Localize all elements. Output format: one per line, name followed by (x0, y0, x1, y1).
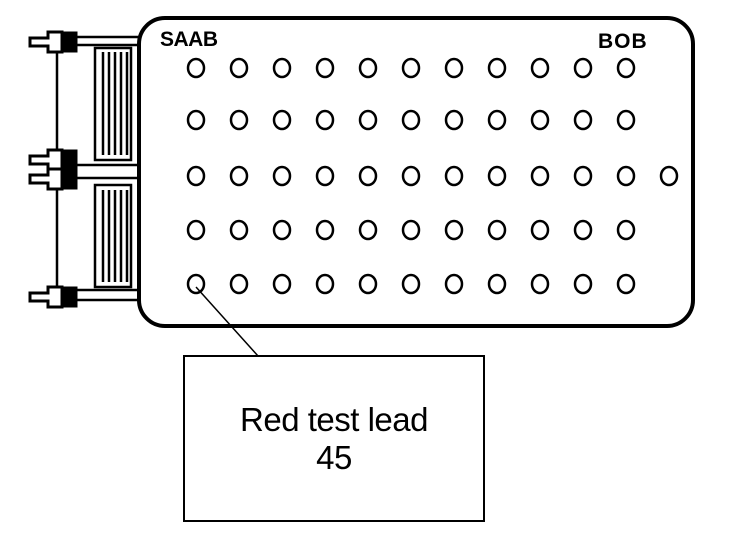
pin-r5-11 (616, 273, 636, 295)
pin-r5-10 (573, 273, 593, 295)
pin-r3-12 (659, 165, 679, 187)
pin-r3-11 (616, 165, 636, 187)
pin-r3-9 (530, 165, 550, 187)
pin-r3-7 (444, 165, 464, 187)
pin-r2-11 (616, 109, 636, 131)
pin-r4-11 (616, 219, 636, 241)
pin-r3-6 (401, 165, 421, 187)
callout-line-2: 45 (316, 438, 352, 476)
pin-r4-7 (444, 219, 464, 241)
pin-r2-2 (229, 109, 249, 131)
pin-r4-1 (186, 219, 206, 241)
pin-r4-3 (272, 219, 292, 241)
pin-grid (186, 57, 679, 295)
pin-r1-5 (358, 57, 378, 79)
pin-r4-2 (229, 219, 249, 241)
pin-r1-1 (186, 57, 206, 79)
pin-r4-6 (401, 219, 421, 241)
pin-r5-3 (272, 273, 292, 295)
pin-r3-8 (487, 165, 507, 187)
brand-left-label: SAAB (160, 28, 218, 51)
plug-bottom (28, 285, 78, 309)
pin-r3-5 (358, 165, 378, 187)
pin-r1-7 (444, 57, 464, 79)
test-lead-callout: Red test lead 45 (183, 355, 485, 522)
plug-top (28, 30, 78, 54)
pin-r2-3 (272, 109, 292, 131)
pin-r3-1 (186, 165, 206, 187)
pin-r1-6 (401, 57, 421, 79)
upper-connector-block (93, 46, 133, 162)
pin-r2-9 (530, 109, 550, 131)
pin-r3-10 (573, 165, 593, 187)
pin-r5-2 (229, 273, 249, 295)
pin-r5-9 (530, 273, 550, 295)
pin-r2-10 (573, 109, 593, 131)
connector-harness (55, 35, 139, 302)
pin-r1-9 (530, 57, 550, 79)
callout-line-1: Red test lead (240, 400, 428, 438)
pin-r5-4 (315, 273, 335, 295)
pin-r2-1 (186, 109, 206, 131)
pin-r4-5 (358, 219, 378, 241)
pin-r5-7 (444, 273, 464, 295)
pin-r3-4 (315, 165, 335, 187)
pin-r2-8 (487, 109, 507, 131)
pin-r2-4 (315, 109, 335, 131)
leader-line (195, 286, 259, 357)
pin-r5-8 (487, 273, 507, 295)
pin-r2-7 (444, 109, 464, 131)
pin-r2-5 (358, 109, 378, 131)
pin-r1-11 (616, 57, 636, 79)
lower-connector-block (93, 183, 133, 289)
pin-r4-4 (315, 219, 335, 241)
pin-r4-9 (530, 219, 550, 241)
pin-r5-1 (186, 273, 206, 295)
pin-r1-8 (487, 57, 507, 79)
pin-r1-4 (315, 57, 335, 79)
pin-r1-2 (229, 57, 249, 79)
pin-r1-10 (573, 57, 593, 79)
pin-r3-3 (272, 165, 292, 187)
pin-r2-6 (401, 109, 421, 131)
pin-r5-6 (401, 273, 421, 295)
pin-r4-8 (487, 219, 507, 241)
plug-middle (28, 148, 78, 191)
brand-right-label: BOB (598, 30, 648, 53)
pin-r3-2 (229, 165, 249, 187)
pin-r1-3 (272, 57, 292, 79)
pin-r5-5 (358, 273, 378, 295)
pin-r4-10 (573, 219, 593, 241)
